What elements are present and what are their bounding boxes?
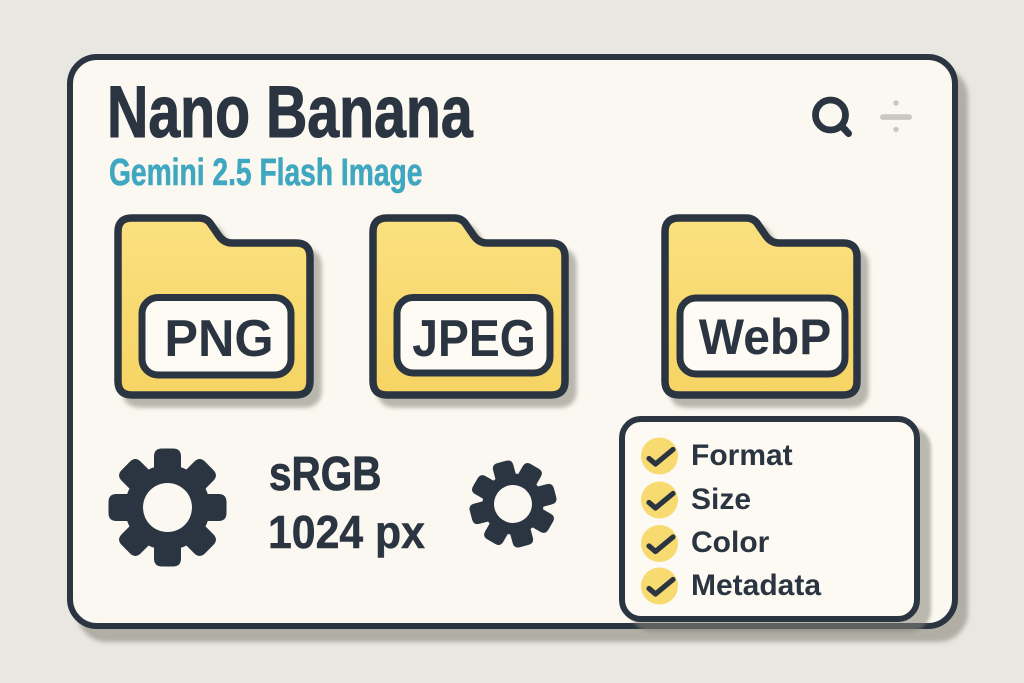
svg-text:JPEG: JPEG	[412, 310, 535, 368]
svg-text:WebP: WebP	[699, 310, 831, 365]
svg-text:PNG: PNG	[164, 309, 273, 367]
